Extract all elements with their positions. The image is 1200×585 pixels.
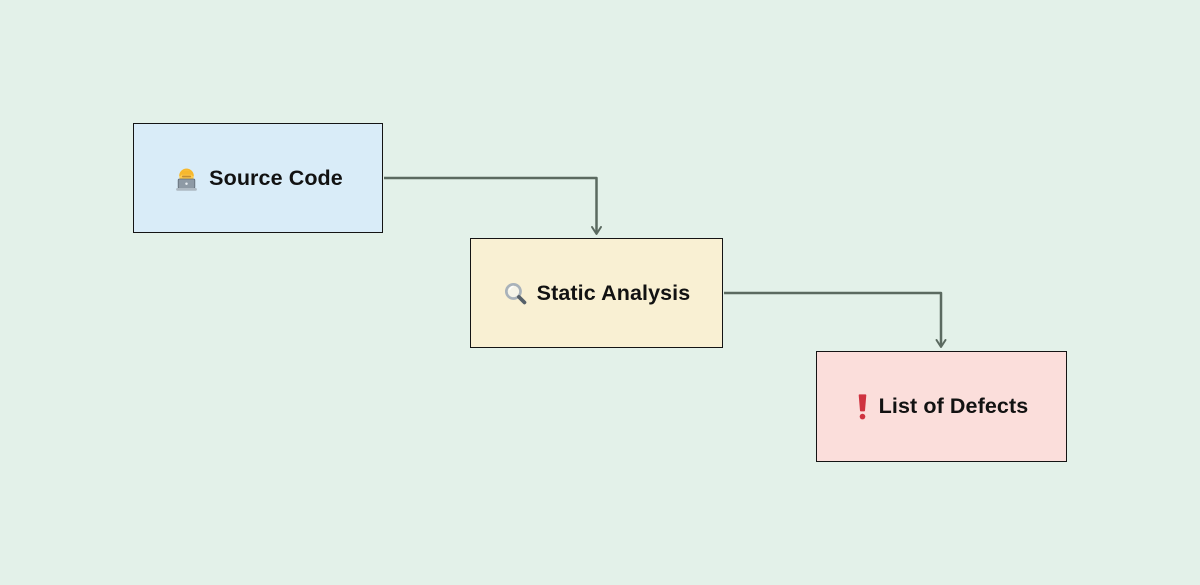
node-source-code[interactable]: Source Code	[133, 123, 383, 233]
node-label: Source Code	[209, 165, 343, 190]
node-label: List of Defects	[878, 394, 1029, 418]
red-exclamation-icon	[855, 393, 870, 420]
edge-analysis-to-defects	[724, 291, 947, 348]
magnifying-glass-icon	[503, 281, 528, 306]
node-label: Static Analysis	[536, 280, 691, 305]
edge-source-to-analysis	[384, 176, 602, 235]
node-static-analysis[interactable]: Static Analysis	[470, 238, 723, 348]
node-list-of-defects[interactable]: List of Defects	[816, 351, 1067, 462]
technologist-icon	[173, 165, 200, 192]
